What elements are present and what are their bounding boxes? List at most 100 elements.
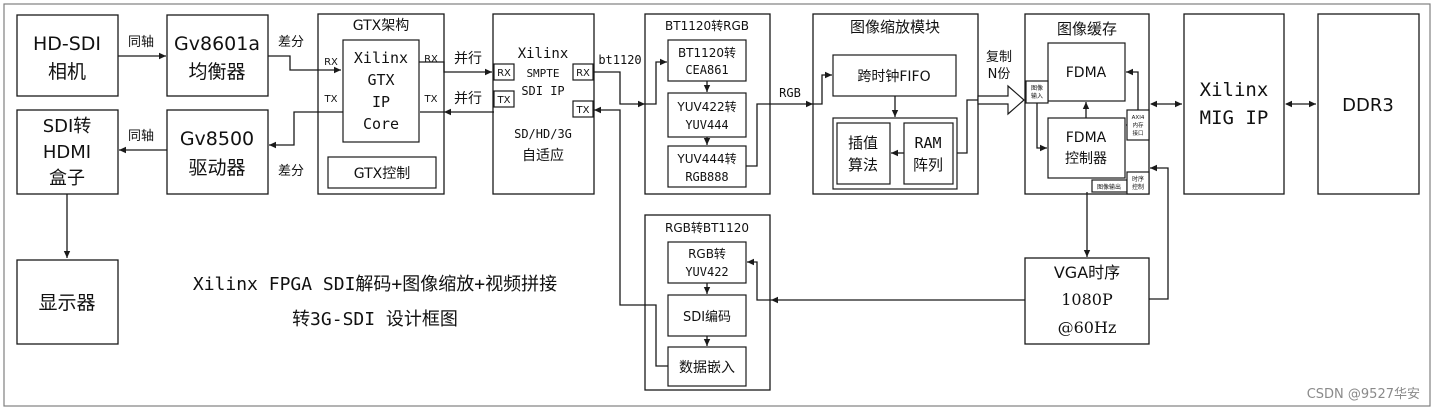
vga-line3: @60Hz <box>1058 318 1117 337</box>
fdma-block <box>1047 42 1126 102</box>
driver-line2: 驱动器 <box>188 157 245 179</box>
ddr3-block: DDR3 <box>1317 13 1420 195</box>
yuv444-rgb-line1: YUV444转 <box>676 151 736 166</box>
diff-out-label: 差分 <box>278 164 304 179</box>
smpte-rx-port <box>493 63 515 81</box>
hdmi-box-line1: SDI转 <box>43 116 92 137</box>
bt1120-rgb-block: BT1120转RGB BT1120转 CEA861 YUV422转 YUV444… <box>644 13 771 195</box>
gtx-ctrl-block <box>327 156 437 189</box>
img-in-line1: 图像 <box>1031 84 1043 92</box>
bt1120-link-arrow <box>593 71 645 108</box>
coax-in-label: 同轴 <box>128 35 154 50</box>
rgb-to-fifo-arrow <box>813 71 832 105</box>
bt1120-link-label: bt1120 <box>598 53 641 67</box>
bt1120-rgb-title: BT1120转RGB <box>665 18 749 33</box>
fdma-ctrl-block <box>1047 117 1126 179</box>
coax-out-label: 同轴 <box>128 129 154 144</box>
axi4-line2: 内存 <box>1132 121 1144 129</box>
ram-array-line1: RAM <box>914 134 941 152</box>
mig-line2: MIG IP <box>1200 107 1269 129</box>
image-cache-title: 图像缓存 <box>1057 20 1117 38</box>
smpte-mode-line1: SD/HD/3G <box>514 127 572 141</box>
smpte-line3: SDI IP <box>521 84 564 98</box>
cdc-fifo-block <box>832 54 957 97</box>
bt1120-inner-link <box>645 58 667 105</box>
smpte-tx-port <box>493 90 515 108</box>
bt1120-cea-block <box>667 39 747 82</box>
bt1120-cea-line2: CEA861 <box>685 63 728 77</box>
smpte-sdi-block: RX TX RX TX Xilinx SMPTE SDI IP SD/HD/3G… <box>492 13 595 195</box>
interp-line2: 算法 <box>848 156 878 174</box>
smpte-rx-port-label: RX <box>497 68 511 79</box>
copy-n-line2: N份 <box>988 67 1011 82</box>
diff-in-label: 差分 <box>278 35 304 50</box>
mig-block: Xilinx MIG IP <box>1183 13 1285 195</box>
equalizer-block: Gv8601a 均衡器 <box>166 14 269 97</box>
smpte-tx-port-label: TX <box>497 95 511 106</box>
image-cache-block: 图像缓存 FDMA FDMA 控制器 图像 输入 AXI4 内存 接口 图像输出… <box>1024 13 1150 195</box>
parallel-tx-label: 并行 <box>454 91 482 107</box>
diagram-caption-line2: 转3G-SDI 设计框图 <box>292 309 458 330</box>
embed-to-smpte-arrow <box>594 106 668 367</box>
interp-line1: 插值 <box>848 134 878 152</box>
ram-array-line2: 阵列 <box>913 156 943 174</box>
vga-block: VGA时序 1080P @60Hz <box>1024 257 1150 345</box>
axi4-line1: AXI4 <box>1132 115 1145 121</box>
cdc-fifo-label: 跨时钟FIFO <box>857 68 930 85</box>
img-out-label: 图像输出 <box>1097 183 1121 191</box>
ram-array-block <box>903 122 954 185</box>
fdma-label: FDMA <box>1066 65 1107 81</box>
gtx-tx-left: TX <box>324 94 338 105</box>
parallel-rx-label: 并行 <box>454 51 482 67</box>
rgb2bt1120-in-arrow <box>747 258 771 301</box>
rgb888-out-line <box>746 103 770 167</box>
rgb-yuv422-line2: YUV422 <box>685 265 728 279</box>
yuv422-444-line2: YUV444 <box>685 118 728 132</box>
diff-in-arrow <box>268 55 341 74</box>
gtx-core-line1: Xilinx <box>354 49 408 67</box>
scaler-out-line <box>957 99 978 154</box>
fdma-ctrl-line2: 控制器 <box>1065 151 1107 167</box>
copy-n-line1: 复制 <box>986 50 1012 65</box>
timing-ctrl-line2: 控制 <box>1132 183 1144 191</box>
yuv444-rgb-line2: RGB888 <box>685 170 728 184</box>
smpte-tx-port-right-label: TX <box>576 105 590 116</box>
smpte-line1: Xilinx <box>518 46 569 62</box>
bt1120-cea-line1: BT1120转 <box>678 45 736 60</box>
gtx-rx-left: RX <box>324 57 338 68</box>
gtx-core-line4: Core <box>363 115 399 133</box>
axi4-line3: 接口 <box>1132 129 1143 137</box>
gtx-tx-right: TX <box>424 94 438 105</box>
diff-out-arrow <box>269 111 343 149</box>
rgb-link-label: RGB <box>779 86 801 100</box>
display-label: 显示器 <box>38 292 95 314</box>
hdsdi-camera-line2: 相机 <box>48 61 86 83</box>
hdmi-box-line2: HDMI <box>43 142 91 163</box>
img-in-line2: 输入 <box>1031 92 1043 100</box>
fdma-ctrl-line1: FDMA <box>1066 130 1107 146</box>
driver-line1: Gv8500 <box>180 128 254 150</box>
data-embed-label: 数据嵌入 <box>679 360 735 376</box>
gtx-core-block <box>342 39 420 143</box>
diagram-caption-line1: Xilinx FPGA SDI解码+图像缩放+视频拼接 <box>193 274 557 295</box>
vga-line2: 1080P <box>1061 290 1113 309</box>
smpte-tx-port-right <box>572 100 594 118</box>
img-in-to-ctrl-arrow <box>1036 103 1047 152</box>
gtx-ctrl-label: GTX控制 <box>354 166 411 182</box>
sdi-enc-label: SDI编码 <box>683 310 731 325</box>
smpte-mode-line2: 自适应 <box>522 147 564 164</box>
vga-line1: VGA时序 <box>1054 263 1120 282</box>
sdi-enc-block <box>667 294 747 337</box>
hdsdi-camera-line1: HD-SDI <box>33 33 101 55</box>
driver-block: Gv8500 驱动器 <box>166 109 269 195</box>
rgb-yuv422-block <box>667 241 747 284</box>
rgb-bt1120-title: RGB转BT1120 <box>665 220 749 235</box>
watermark: CSDN @9527华安 <box>1307 387 1420 402</box>
equalizer-line2: 均衡器 <box>188 61 245 83</box>
smpte-line2: SMPTE <box>526 67 559 80</box>
rgb-yuv422-line1: RGB转 <box>688 246 726 261</box>
interp-block <box>836 122 891 185</box>
connectors <box>63 52 1316 367</box>
timing-ctrl-line1: 时序 <box>1132 175 1144 183</box>
